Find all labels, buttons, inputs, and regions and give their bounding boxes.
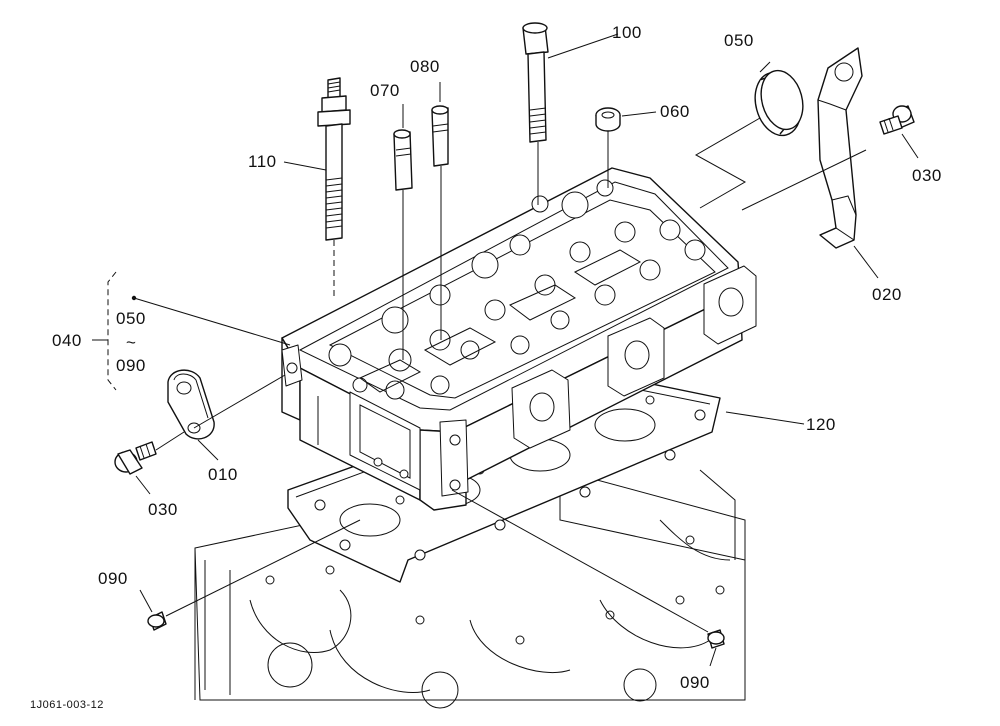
callout-labels: 100 050 080 070 060 110 030 020 040 120 … bbox=[30, 23, 942, 711]
callout-010: 010 bbox=[208, 465, 238, 484]
group-from-label: 050 bbox=[116, 309, 146, 328]
stud-bolt-110 bbox=[317, 77, 351, 300]
callout-100: 100 bbox=[612, 23, 642, 42]
lifting-flange-010 bbox=[167, 369, 286, 440]
cylinder-head bbox=[281, 167, 757, 511]
callout-050-top: 050 bbox=[724, 31, 754, 50]
callout-030-left: 030 bbox=[148, 500, 178, 519]
reference-code: 1J061-003-12 bbox=[30, 699, 104, 711]
valve-guide-080 bbox=[431, 105, 449, 340]
dowel-pin-090-right bbox=[451, 489, 725, 649]
hanger-bracket-020 bbox=[741, 47, 867, 249]
plug-050 bbox=[694, 69, 804, 209]
bolt-030-right bbox=[879, 105, 915, 135]
callout-090-left: 090 bbox=[98, 569, 128, 588]
callout-040: 040 bbox=[52, 331, 82, 350]
group-tilde: ~ bbox=[126, 333, 136, 352]
engine-block bbox=[194, 469, 746, 709]
callout-110: 110 bbox=[248, 152, 277, 171]
dowel-pin-090-left bbox=[147, 519, 361, 631]
callout-070: 070 bbox=[370, 81, 400, 100]
callout-080: 080 bbox=[410, 57, 440, 76]
valve-guide-070 bbox=[393, 129, 413, 360]
bolt-030-left bbox=[114, 431, 185, 475]
leader-lines bbox=[92, 33, 919, 667]
callout-020: 020 bbox=[872, 285, 902, 304]
callout-030-right: 030 bbox=[912, 166, 942, 185]
seal-060 bbox=[595, 107, 621, 188]
group-to-label: 090 bbox=[116, 356, 146, 375]
callout-120: 120 bbox=[806, 415, 836, 434]
callout-090-right: 090 bbox=[680, 673, 710, 692]
callout-060: 060 bbox=[660, 102, 690, 121]
head-bolt-100 bbox=[522, 22, 549, 205]
